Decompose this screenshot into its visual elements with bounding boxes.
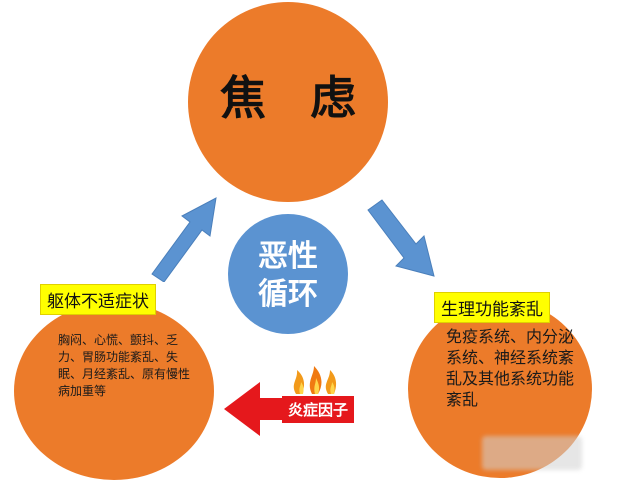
- anxiety-title: 焦 虑: [219, 71, 370, 125]
- watermark: [482, 436, 582, 470]
- red-arrow-left-icon: [224, 382, 290, 436]
- physiological-disorder-label: 生理功能紊乱: [434, 292, 550, 323]
- arrow-down-icon: [367, 199, 435, 277]
- vicious-cycle-line-2: 循环: [258, 277, 318, 312]
- vicious-cycle-circle: [228, 214, 348, 334]
- vicious-cycle-title: 恶性 循环: [228, 238, 348, 314]
- arrow-up-icon: [151, 197, 217, 282]
- vicious-cycle-line-1: 恶性: [258, 239, 318, 274]
- physical-symptoms-circle: [14, 302, 214, 480]
- inflammatory-factor-label: 炎症因子: [282, 396, 355, 423]
- physical-symptoms-label: 躯体不适症状: [40, 284, 156, 315]
- anxiety-circle: [188, 2, 388, 202]
- physical-symptoms-text: 胸闷、心慌、颤抖、乏力、胃肠功能紊乱、失眠、月经紊乱、原有慢性病加重等: [58, 333, 191, 398]
- physiological-disorder-text: 免疫系统、内分泌系统、神经系统紊乱及其他系统功能紊乱: [446, 327, 575, 409]
- flame-icon: [293, 366, 337, 394]
